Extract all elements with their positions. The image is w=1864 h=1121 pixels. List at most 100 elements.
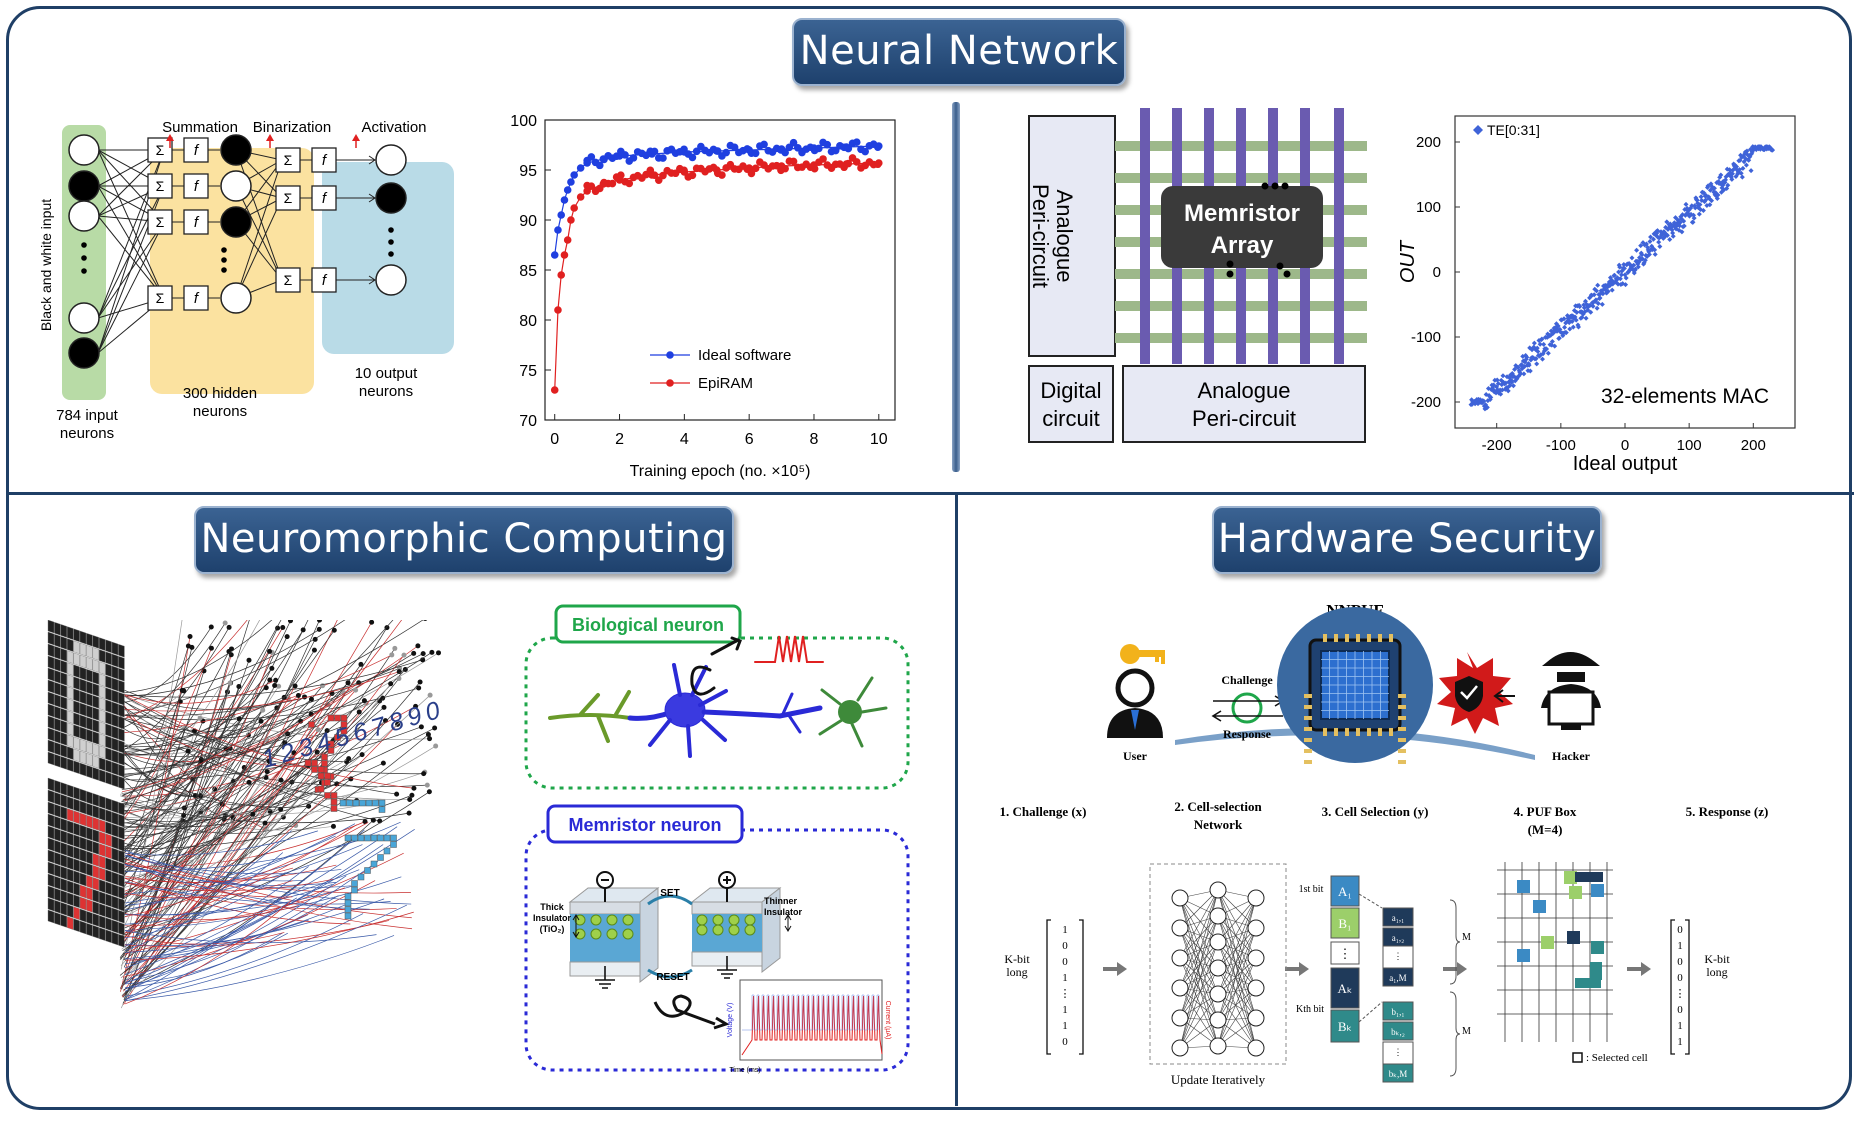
mac-point <box>1668 224 1674 230</box>
mac-point <box>1561 316 1567 322</box>
grid-pixel <box>111 799 119 814</box>
synapse-node <box>426 789 432 795</box>
selected-cell-legend-marker <box>1572 1052 1583 1063</box>
mac-point <box>1664 232 1670 238</box>
synapse-line <box>124 869 360 925</box>
cell-selection-network <box>1171 881 1265 1057</box>
grid-pixel <box>86 826 93 841</box>
digit-zero-grid <box>47 620 125 790</box>
puf-cell <box>1569 886 1582 899</box>
grid-pixel <box>60 782 67 796</box>
mac-point <box>1527 368 1533 374</box>
reset-label: RESET <box>656 972 689 983</box>
grid-pixel <box>105 699 112 714</box>
challenge-bit: 1 <box>1062 1020 1068 1032</box>
mac-point <box>1566 317 1572 323</box>
grid-pixel <box>99 843 106 857</box>
sigma-symbol: Σ <box>156 214 165 230</box>
data-point <box>815 144 823 153</box>
grid-pixel <box>60 624 67 638</box>
synapse-node <box>346 756 352 762</box>
grid-pixel <box>60 672 67 686</box>
grid-pixel <box>105 675 112 690</box>
grid-pixel <box>67 784 74 798</box>
synapse-node <box>407 797 413 803</box>
hidden-neuron <box>220 282 252 314</box>
data-point <box>570 204 578 212</box>
mac-point <box>1512 378 1518 384</box>
data-point <box>557 271 566 279</box>
kbit-left-2: long <box>1006 965 1027 979</box>
synapse-node <box>308 696 314 702</box>
function-box <box>311 185 337 211</box>
ellipsis-dot <box>388 227 394 233</box>
ion-particle <box>606 928 618 940</box>
mac-point <box>1619 272 1625 278</box>
mac-point <box>1621 265 1627 271</box>
mac-point <box>1581 302 1587 308</box>
grid-pixel <box>73 760 80 775</box>
synapse-line <box>122 815 226 955</box>
data-point <box>557 211 566 219</box>
summation-box <box>275 267 301 293</box>
grid-pixel <box>79 630 87 645</box>
a-cell-label: ⋮ <box>1394 951 1403 961</box>
synapse-node <box>370 817 376 823</box>
synapse-node <box>208 624 214 630</box>
synapse-line <box>124 885 353 916</box>
mac-point <box>1499 387 1505 393</box>
mac-point <box>1632 266 1638 272</box>
synapse-line <box>120 654 392 734</box>
data-point <box>554 226 562 234</box>
x-tick-label: 4 <box>680 431 689 448</box>
neural-network-diagram: Summation Binarization Activation Black … <box>38 119 454 442</box>
grid-pixel <box>73 676 80 691</box>
summation-label: Summation <box>162 119 238 136</box>
spike-plot-xlabel: Time (ms) <box>729 1067 760 1074</box>
grid-pixel <box>67 662 74 676</box>
data-point <box>625 179 634 188</box>
grid-pixel <box>60 854 67 868</box>
selection-cell <box>1330 907 1360 939</box>
synapse-line <box>120 721 301 911</box>
sigma-symbol: Σ <box>156 290 165 306</box>
synapse-line <box>124 864 351 889</box>
network-node <box>1209 881 1227 899</box>
network-node <box>1209 933 1227 951</box>
ion-particle <box>590 914 602 926</box>
synapse-line <box>119 639 316 958</box>
set-label: SET <box>660 888 679 899</box>
legend-marker <box>666 379 674 387</box>
synapse-node <box>212 786 218 792</box>
output-neurons-label-1: 10 output <box>355 365 418 382</box>
grid-pixel <box>86 728 93 743</box>
x-tick-label: 10 <box>870 431 888 448</box>
pixel-block <box>351 834 358 842</box>
mac-point <box>1616 262 1622 268</box>
f-symbol: f <box>322 272 328 289</box>
mac-point <box>1553 321 1559 327</box>
mac-point <box>1748 168 1754 174</box>
grid-pixel <box>118 933 125 948</box>
grid-pixel <box>67 626 74 640</box>
grid-pixel <box>73 822 80 837</box>
data-point <box>819 155 827 163</box>
synapse-line <box>120 620 183 970</box>
f-symbol: f <box>194 142 200 159</box>
ion-particle <box>622 928 634 940</box>
grid-pixel <box>92 877 99 891</box>
grid-pixel <box>79 884 87 899</box>
grid-pixel <box>67 746 74 760</box>
grid-pixel <box>79 848 87 863</box>
mac-point <box>1677 223 1683 229</box>
pixel-block <box>327 747 335 754</box>
section-title-neural-network: Neural Network <box>792 18 1126 86</box>
pixel-block <box>324 772 331 780</box>
synapse-line <box>124 620 273 694</box>
data-point <box>810 164 819 173</box>
synapse-node <box>315 727 321 733</box>
grid-pixel <box>105 759 112 774</box>
analogue-side-label-2: Peri-circuit <box>1028 184 1053 288</box>
